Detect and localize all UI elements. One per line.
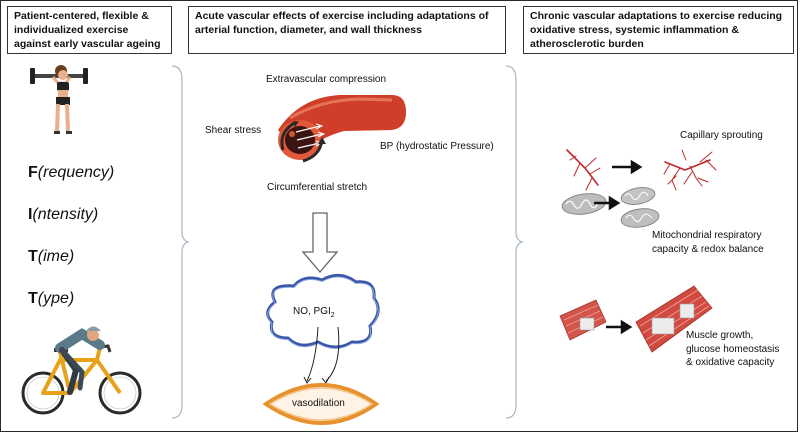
fitt-frequency: F(requency) bbox=[28, 164, 115, 181]
muscle-after bbox=[635, 285, 713, 353]
cycling-illustration bbox=[21, 326, 142, 415]
barbell-exercise-illustration bbox=[30, 65, 88, 134]
fitt-intensity: I(ntensity) bbox=[28, 206, 99, 223]
label-vasodilation: vasodilation bbox=[292, 398, 345, 409]
header-left: Patient-centered, flexible & individuali… bbox=[7, 6, 172, 54]
header-right: Chronic vascular adaptations to exercise… bbox=[523, 6, 794, 54]
brace-right bbox=[505, 65, 524, 419]
no-pgi2-cloud bbox=[266, 274, 380, 349]
mitochondria-before bbox=[561, 193, 607, 215]
fitt-time: T(ime) bbox=[28, 248, 75, 265]
label-circumferential-stretch: Circumferential stretch bbox=[267, 182, 368, 193]
label-no-pgi2: NO, PGI2 bbox=[293, 306, 335, 319]
capillary-before bbox=[566, 149, 601, 191]
fitt-type: T(ype) bbox=[28, 290, 75, 307]
down-arrow bbox=[301, 212, 339, 274]
brace-left bbox=[171, 65, 190, 419]
label-capillary-sprouting: Capillary sprouting bbox=[680, 130, 763, 141]
label-extravascular-compression: Extravascular compression bbox=[266, 74, 387, 85]
right-arrows bbox=[594, 159, 643, 335]
label-bp: BP (hydrostatic Pressure) bbox=[380, 141, 494, 152]
mitochondria-after bbox=[620, 187, 660, 228]
vasodilation-shape bbox=[262, 383, 380, 425]
header-middle: Acute vascular effects of exercise inclu… bbox=[188, 6, 506, 54]
muscle-before bbox=[559, 299, 607, 341]
capillary-after bbox=[663, 149, 717, 191]
label-shear-stress: Shear stress bbox=[205, 125, 262, 136]
label-muscle-growth: Muscle growth,glucose homeostasis& oxida… bbox=[686, 330, 780, 368]
artery-illustration bbox=[278, 95, 406, 163]
